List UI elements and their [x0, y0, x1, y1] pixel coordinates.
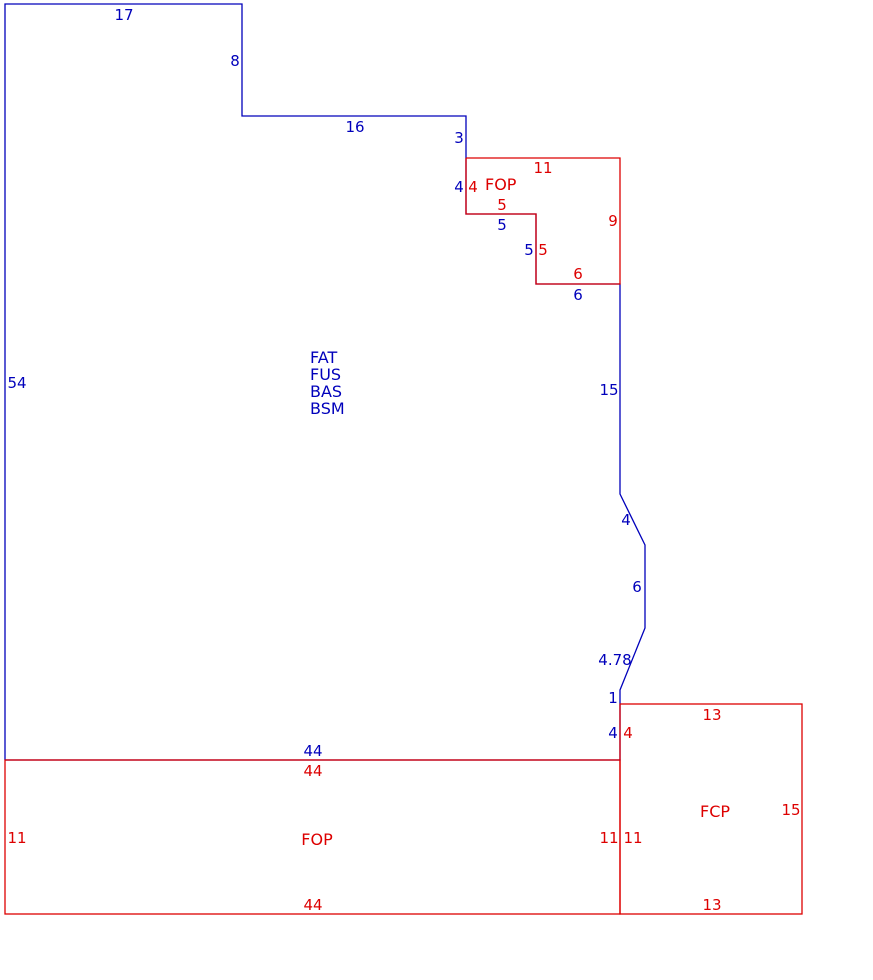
dim-main-fop-bottom: 5 [497, 216, 507, 234]
fcp-outline [619, 703, 803, 915]
dim-fop-large-top: 44 [303, 762, 322, 780]
main-code-4: BSM [310, 399, 345, 418]
dim-fop-small-right: 9 [608, 212, 618, 230]
dim-fop-small-bottom: 6 [573, 265, 583, 283]
dim-main-fcp-side: 4 [608, 724, 618, 742]
main-code-3: BAS [310, 382, 342, 401]
dim-main-left: 54 [7, 374, 26, 392]
dim-fop-small-bottom-left: 5 [497, 196, 507, 214]
dim-fop-large-left: 11 [7, 829, 26, 847]
dim-main-bottom: 44 [303, 742, 322, 760]
dim-main-notch: 3 [454, 129, 464, 147]
dim-main-right-upper: 15 [599, 381, 618, 399]
fop-large-code: FOP [301, 830, 333, 849]
dim-fcp-lower-left: 11 [623, 829, 642, 847]
dim-main-step-top: 16 [345, 118, 364, 136]
dim-fcp-right: 15 [781, 801, 800, 819]
fop-small-code: FOP [485, 175, 517, 194]
dim-main-fop-left: 4 [454, 178, 464, 196]
dim-fop-large-bottom: 44 [303, 896, 322, 914]
dim-main-angle-2: 6 [632, 578, 642, 596]
dim-fop-small-left: 4 [468, 178, 478, 196]
dim-fop-small-top: 11 [533, 159, 552, 177]
dim-fop-large-right: 11 [599, 829, 618, 847]
main-code-1: FAT [310, 348, 337, 367]
dim-main-angle-1: 4 [621, 511, 631, 529]
dim-main-fop-lower: 6 [573, 286, 583, 304]
fop-small-outline [465, 157, 621, 285]
dim-main-angle-3: 4.78 [598, 651, 631, 669]
dim-main-top: 17 [114, 6, 133, 24]
dim-fcp-top: 13 [702, 706, 721, 724]
fcp-code: FCP [700, 802, 730, 821]
dim-fcp-left: 4 [623, 724, 633, 742]
dim-main-fop-inner: 5 [524, 241, 534, 259]
dim-fcp-bottom: 13 [702, 896, 721, 914]
dim-main-step-down: 8 [230, 52, 240, 70]
main-code-2: FUS [310, 365, 341, 384]
dim-main-jog: 1 [608, 689, 618, 707]
dim-fop-small-inner-right: 5 [538, 241, 548, 259]
